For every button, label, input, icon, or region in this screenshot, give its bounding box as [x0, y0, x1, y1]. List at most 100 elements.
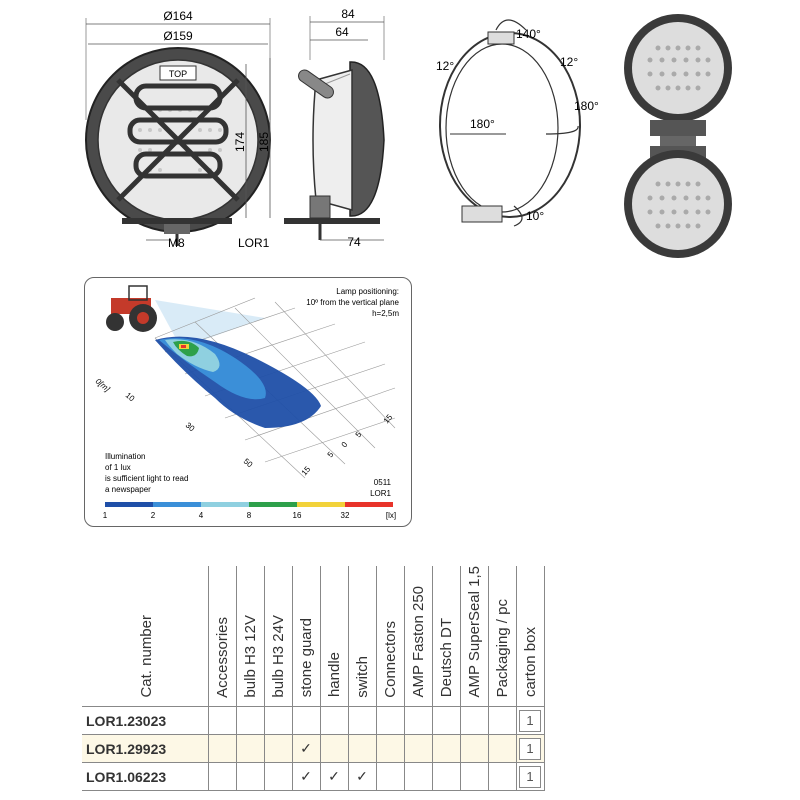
y-tick-1: 15	[382, 412, 395, 425]
dim-side-total: 84	[341, 7, 355, 21]
header-amp-superseal: AMP SuperSeal 1,5	[459, 566, 489, 708]
y-tick-4: 5	[326, 450, 336, 460]
header-connectors: Connectors	[375, 566, 405, 708]
positioning-line-3: h=2,5m	[372, 309, 399, 318]
stone-guard	[116, 78, 240, 202]
angle-180-left-label: 180°	[470, 117, 495, 131]
lamp-outline	[439, 32, 581, 218]
cell-deutsch-dt	[431, 734, 461, 764]
cell-accessories	[207, 734, 237, 764]
stacked-lamps-image	[624, 14, 732, 258]
note-line-2: of 1 lux	[105, 463, 131, 472]
angle-140-label: 140°	[516, 27, 541, 41]
note-line-4: a newspaper	[105, 485, 151, 494]
axis-origin-label: 0[m]	[94, 377, 112, 394]
lux-color-scale	[105, 502, 393, 507]
cell-bulb-24v	[263, 762, 293, 792]
header-bulb-h3-12v: bulb H3 12V	[235, 566, 265, 708]
angle-10-label: 10°	[526, 209, 544, 223]
cell-deutsch-dt	[431, 706, 461, 736]
cell-connectors	[375, 762, 405, 792]
scale-label-1: 1	[103, 511, 108, 520]
header-bulb-h3-24v: bulb H3 24V	[263, 566, 293, 708]
header-accessories: Accessories	[207, 566, 237, 708]
header-carton-box: carton box	[515, 566, 545, 708]
cell-amp-faston	[403, 762, 433, 792]
table-row: LOR1.23023 1	[82, 706, 545, 736]
header-deutsch-dt: Deutsch DT	[431, 566, 461, 708]
cell-carton-box: 1	[515, 762, 545, 792]
dim-height-inner: 174	[233, 132, 247, 152]
cat-number-cell: LOR1.06223	[82, 762, 209, 792]
cat-number-cell: LOR1.29923	[82, 734, 209, 764]
code-model-label: LOR1	[370, 489, 391, 498]
rotation-diagram: 140° 12° 12° 180° 180° 10°	[436, 19, 599, 227]
cell-carton-box: 1	[515, 734, 545, 764]
header-amp-faston: AMP Faston 250	[403, 566, 433, 708]
cell-bulb-12v	[235, 734, 265, 764]
cell-amp-faston	[403, 706, 433, 736]
table-header-row: Cat. number Accessories bulb H3 12V bulb…	[82, 566, 545, 708]
dim-height-outer: 185	[257, 132, 271, 152]
illumination-panel: Lamp positioning: 10º from the vertical …	[84, 277, 412, 527]
cell-amp-superseal	[459, 762, 489, 792]
scale-label-32: 32	[341, 511, 350, 520]
bolt-size-label: M8	[168, 236, 185, 250]
cell-stone-guard: ✓	[291, 734, 321, 764]
cell-handle	[319, 706, 349, 736]
top-label: TOP	[169, 69, 187, 79]
x-tick-10: 10	[124, 391, 137, 404]
scale-label-16: 16	[293, 511, 302, 520]
y-tick-2: 5	[354, 430, 364, 440]
scale-label-8: 8	[247, 511, 252, 520]
side-view-drawing: 84 64 74	[284, 7, 385, 249]
front-view-drawing: Ø164 Ø159 TOP 174 185 M8 LOR1	[85, 9, 271, 250]
cell-bulb-12v	[235, 762, 265, 792]
cat-number-cell: LOR1.23023	[82, 706, 209, 736]
cell-switch	[347, 706, 377, 736]
scale-label-unit: [lx]	[386, 511, 396, 520]
table-row: LOR1.29923 ✓ 1	[82, 734, 545, 764]
cell-packaging	[487, 762, 517, 792]
tractor-icon	[106, 285, 157, 332]
dim-outer-diameter: Ø164	[163, 9, 193, 23]
cell-accessories	[207, 706, 237, 736]
note-line-1: Illumination	[105, 452, 145, 461]
cell-packaging	[487, 706, 517, 736]
header-switch: switch	[347, 566, 377, 708]
cell-amp-faston	[403, 734, 433, 764]
scale-label-4: 4	[199, 511, 204, 520]
cell-stone-guard: ✓	[291, 762, 321, 792]
cell-accessories	[207, 762, 237, 792]
header-packaging: Packaging / pc	[487, 566, 517, 708]
cell-bulb-24v	[263, 706, 293, 736]
angle-180-right-label: 180°	[574, 99, 599, 113]
dim-side-base: 74	[347, 235, 361, 249]
cell-packaging	[487, 734, 517, 764]
cell-amp-superseal	[459, 706, 489, 736]
angle-12-left-label: 12°	[436, 59, 454, 73]
code-label: 0511	[374, 478, 392, 487]
header-cat-number: Cat. number	[82, 566, 209, 708]
cell-carton-box: 1	[515, 706, 545, 736]
dim-inner-diameter: Ø159	[163, 29, 193, 43]
product-table: Cat. number Accessories bulb H3 12V bulb…	[82, 566, 545, 792]
cell-handle	[319, 734, 349, 764]
model-label: LOR1	[238, 236, 270, 250]
angle-12-right-label: 12°	[560, 55, 578, 69]
cell-handle: ✓	[319, 762, 349, 792]
cell-deutsch-dt	[431, 762, 461, 792]
positioning-line-1: Lamp positioning:	[336, 287, 399, 296]
y-tick-3: 0	[340, 440, 350, 450]
cell-bulb-24v	[263, 734, 293, 764]
cell-amp-superseal	[459, 734, 489, 764]
x-tick-50: 50	[242, 457, 255, 470]
x-tick-30: 30	[184, 421, 197, 434]
lamp-side-housing	[349, 61, 385, 217]
y-tick-5: 15	[300, 464, 313, 477]
note-line-3: is sufficient light to read	[105, 474, 188, 483]
dim-side-inner: 64	[335, 25, 349, 39]
scale-label-2: 2	[151, 511, 156, 520]
header-stone-guard: stone guard	[291, 566, 321, 708]
cell-stone-guard	[291, 706, 321, 736]
